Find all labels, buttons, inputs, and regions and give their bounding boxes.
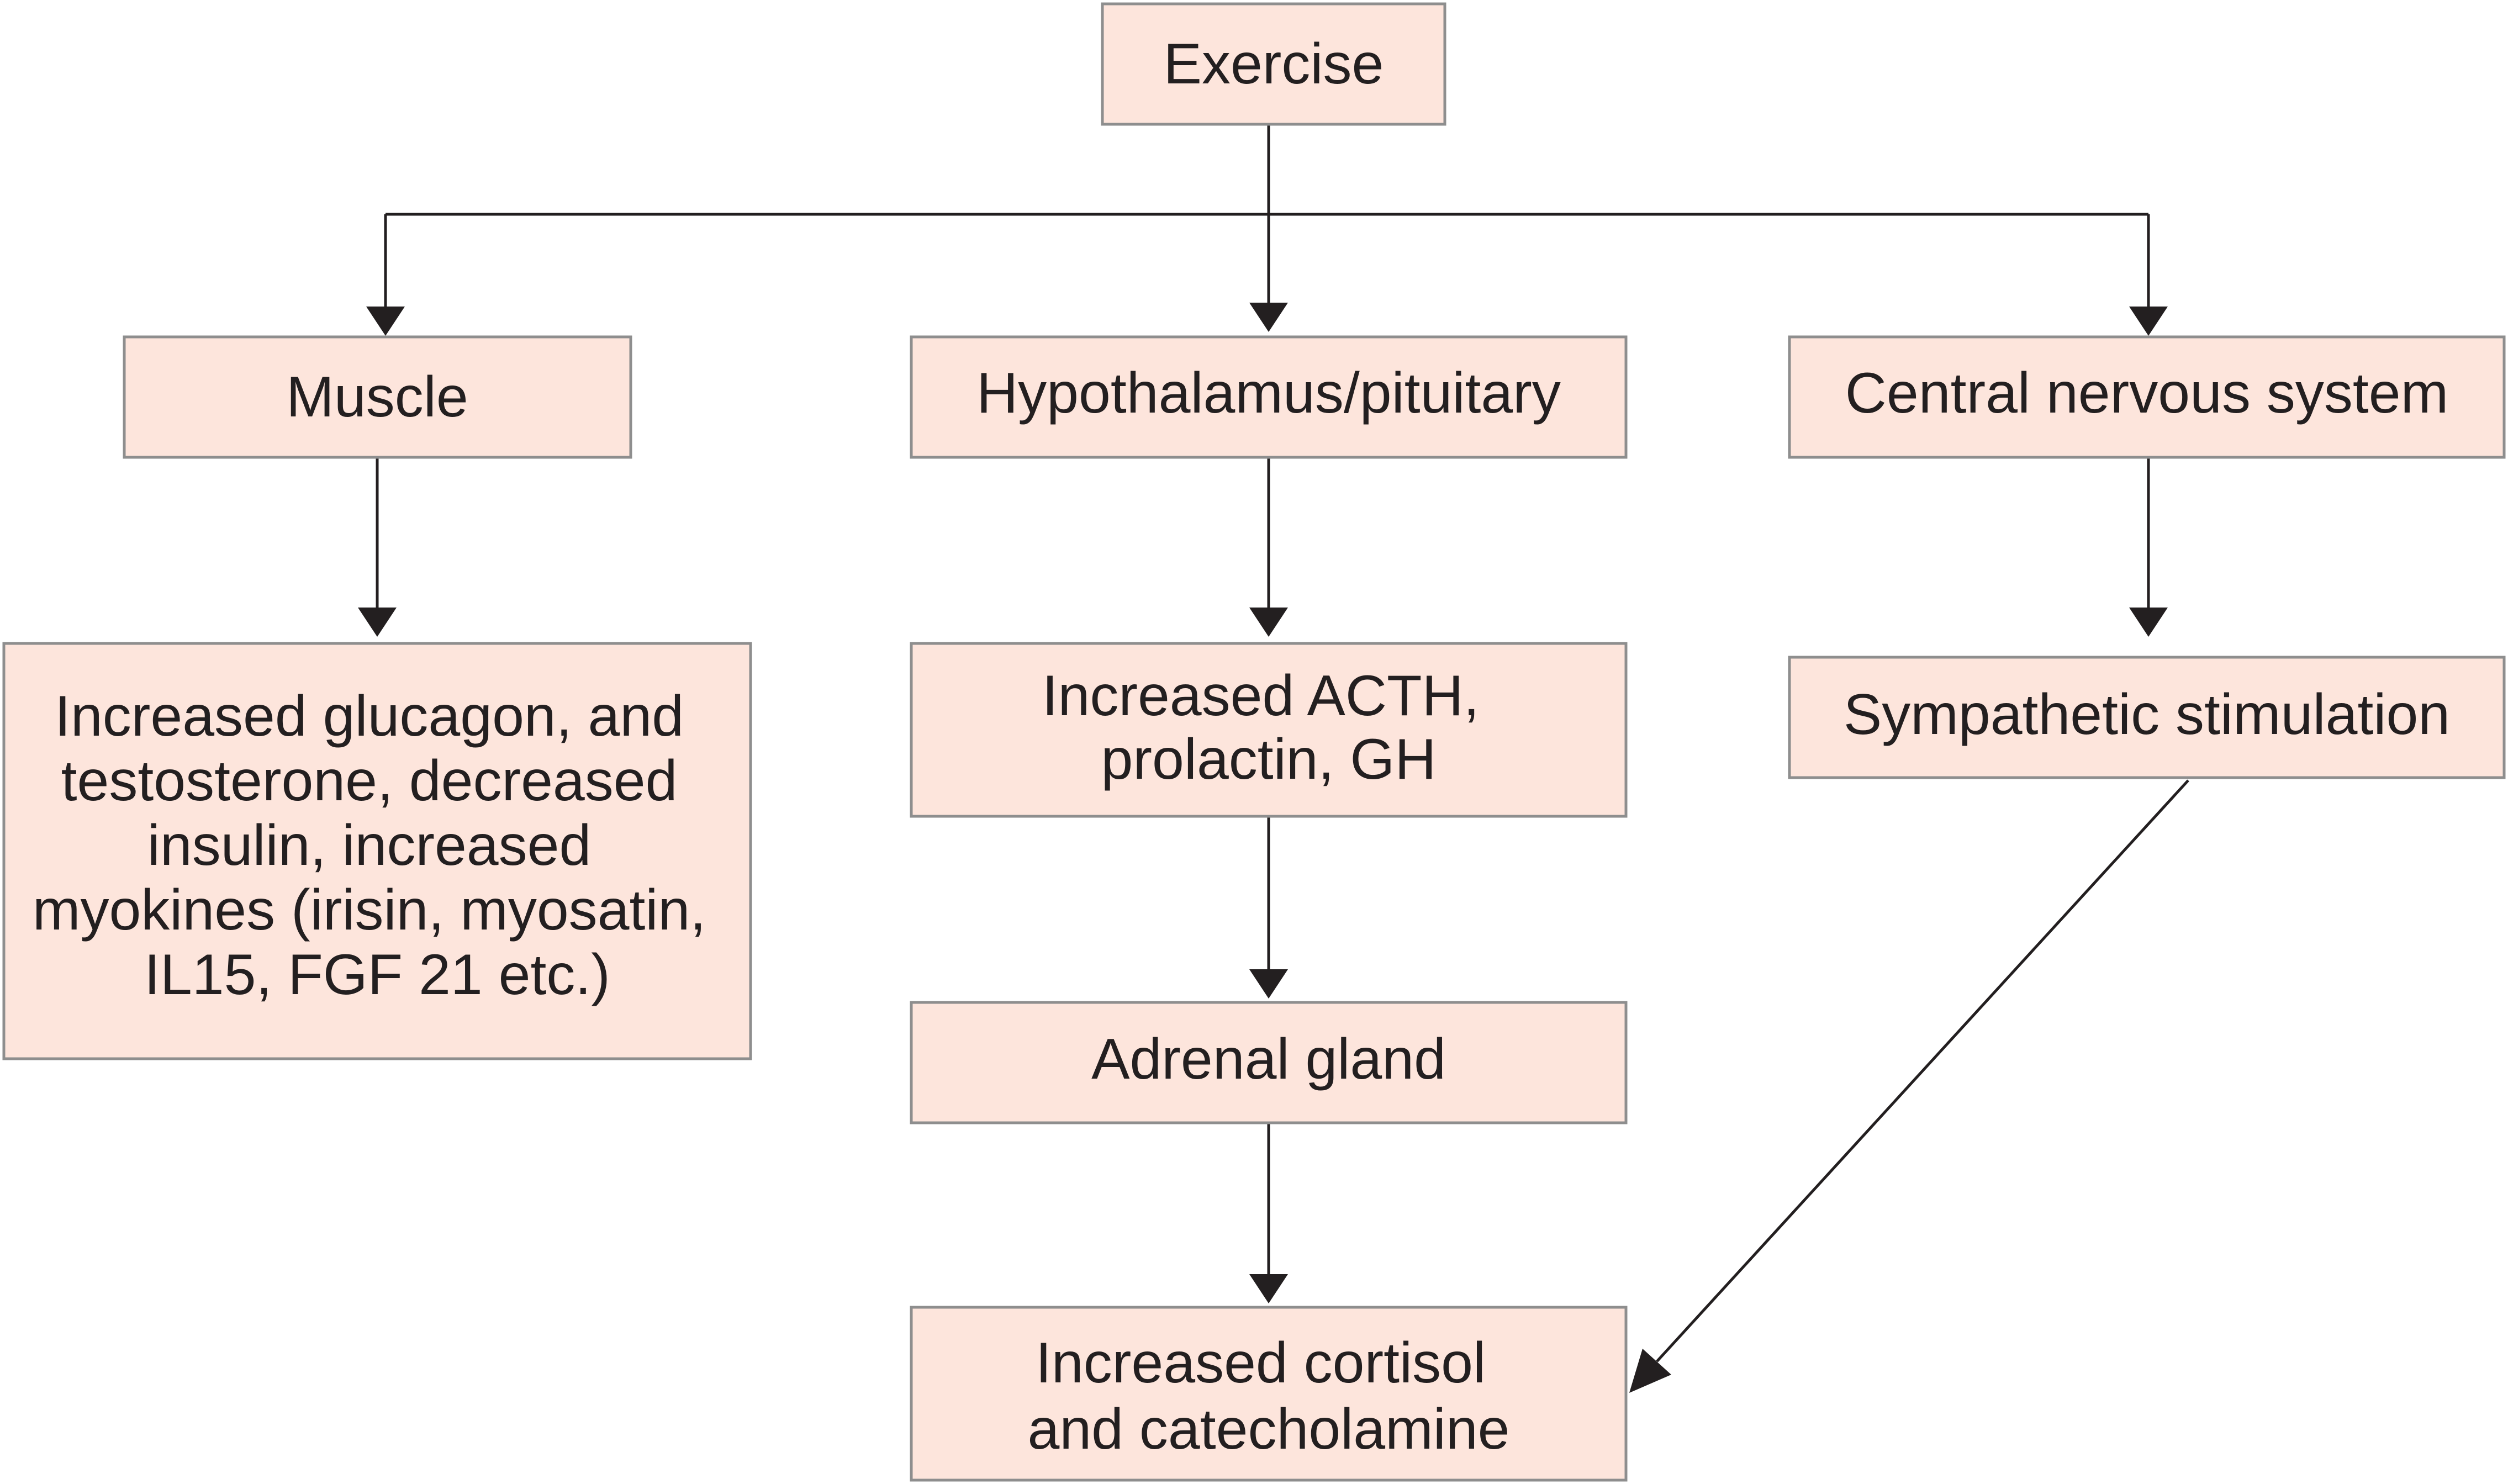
arrowhead-muscle-effects (358, 608, 397, 637)
edge-sympathetic-to-cortisol (1656, 779, 2189, 1362)
node-muscle: Muscle (123, 335, 632, 459)
arrowhead-hypothalamus (1249, 303, 1288, 332)
node-text: Increased glucagon, and testosterone, de… (33, 684, 722, 1007)
node-line: Muscle (286, 365, 468, 429)
node-text: Increased ACTH, prolactin, GH (1042, 664, 1496, 791)
node-increased-acth: Increased ACTH, prolactin, GH (910, 642, 1628, 818)
node-increased-cortisol: Increased cortisol and catecholamine (910, 1306, 1628, 1482)
connectors (358, 124, 2189, 1393)
node-line: Hypothalamus/pituitary (976, 361, 1561, 425)
node-adrenal-gland: Adrenal gland (910, 1001, 1628, 1124)
node-line: Central nervous system (1845, 361, 2448, 425)
arrowhead-sympathetic (2129, 608, 2168, 637)
node-line: Adrenal gland (1091, 1027, 1446, 1091)
node-text: Central nervous system (1845, 361, 2448, 425)
node-line: IL15, FGF 21 etc.) (144, 943, 610, 1007)
node-text: Increased cortisol and catecholamine (1027, 1331, 1509, 1461)
node-line: testosterone, decreased (61, 749, 678, 813)
node-sympathetic-stimulation: Sympathetic stimulation (1788, 656, 2506, 779)
node-line: Sympathetic stimulation (1844, 683, 2450, 747)
node-line: insulin, increased (147, 814, 592, 878)
node-hypothalamus-pituitary: Hypothalamus/pituitary (910, 335, 1628, 459)
node-text: Sympathetic stimulation (1844, 683, 2450, 747)
arrowhead-cns (2129, 307, 2168, 336)
node-line: myokines (irisin, myosatin, (33, 878, 706, 942)
node-exercise: Exercise (1101, 2, 1446, 126)
node-text: Exercise (1164, 32, 1384, 96)
arrowhead-cortisol (1249, 1274, 1288, 1303)
arrowhead-adrenal (1249, 969, 1288, 999)
node-line: Exercise (1164, 32, 1384, 96)
node-text: Hypothalamus/pituitary (976, 361, 1561, 425)
arrowhead-muscle (366, 307, 405, 336)
node-muscle-effects: Increased glucagon, and testosterone, de… (2, 642, 752, 1060)
arrowhead-sympathetic-cortisol (1629, 1349, 1671, 1393)
arrowhead-acth (1249, 608, 1288, 637)
node-text: Muscle (286, 365, 468, 429)
node-line: Increased glucagon, and (55, 684, 684, 748)
node-line: Increased ACTH, (1042, 664, 1480, 728)
node-line: Increased cortisol (1036, 1331, 1486, 1395)
node-line: prolactin, GH (1101, 727, 1437, 791)
node-central-nervous-system: Central nervous system (1788, 335, 2506, 459)
node-line: and catecholamine (1027, 1397, 1509, 1461)
node-text: Adrenal gland (1091, 1027, 1446, 1091)
